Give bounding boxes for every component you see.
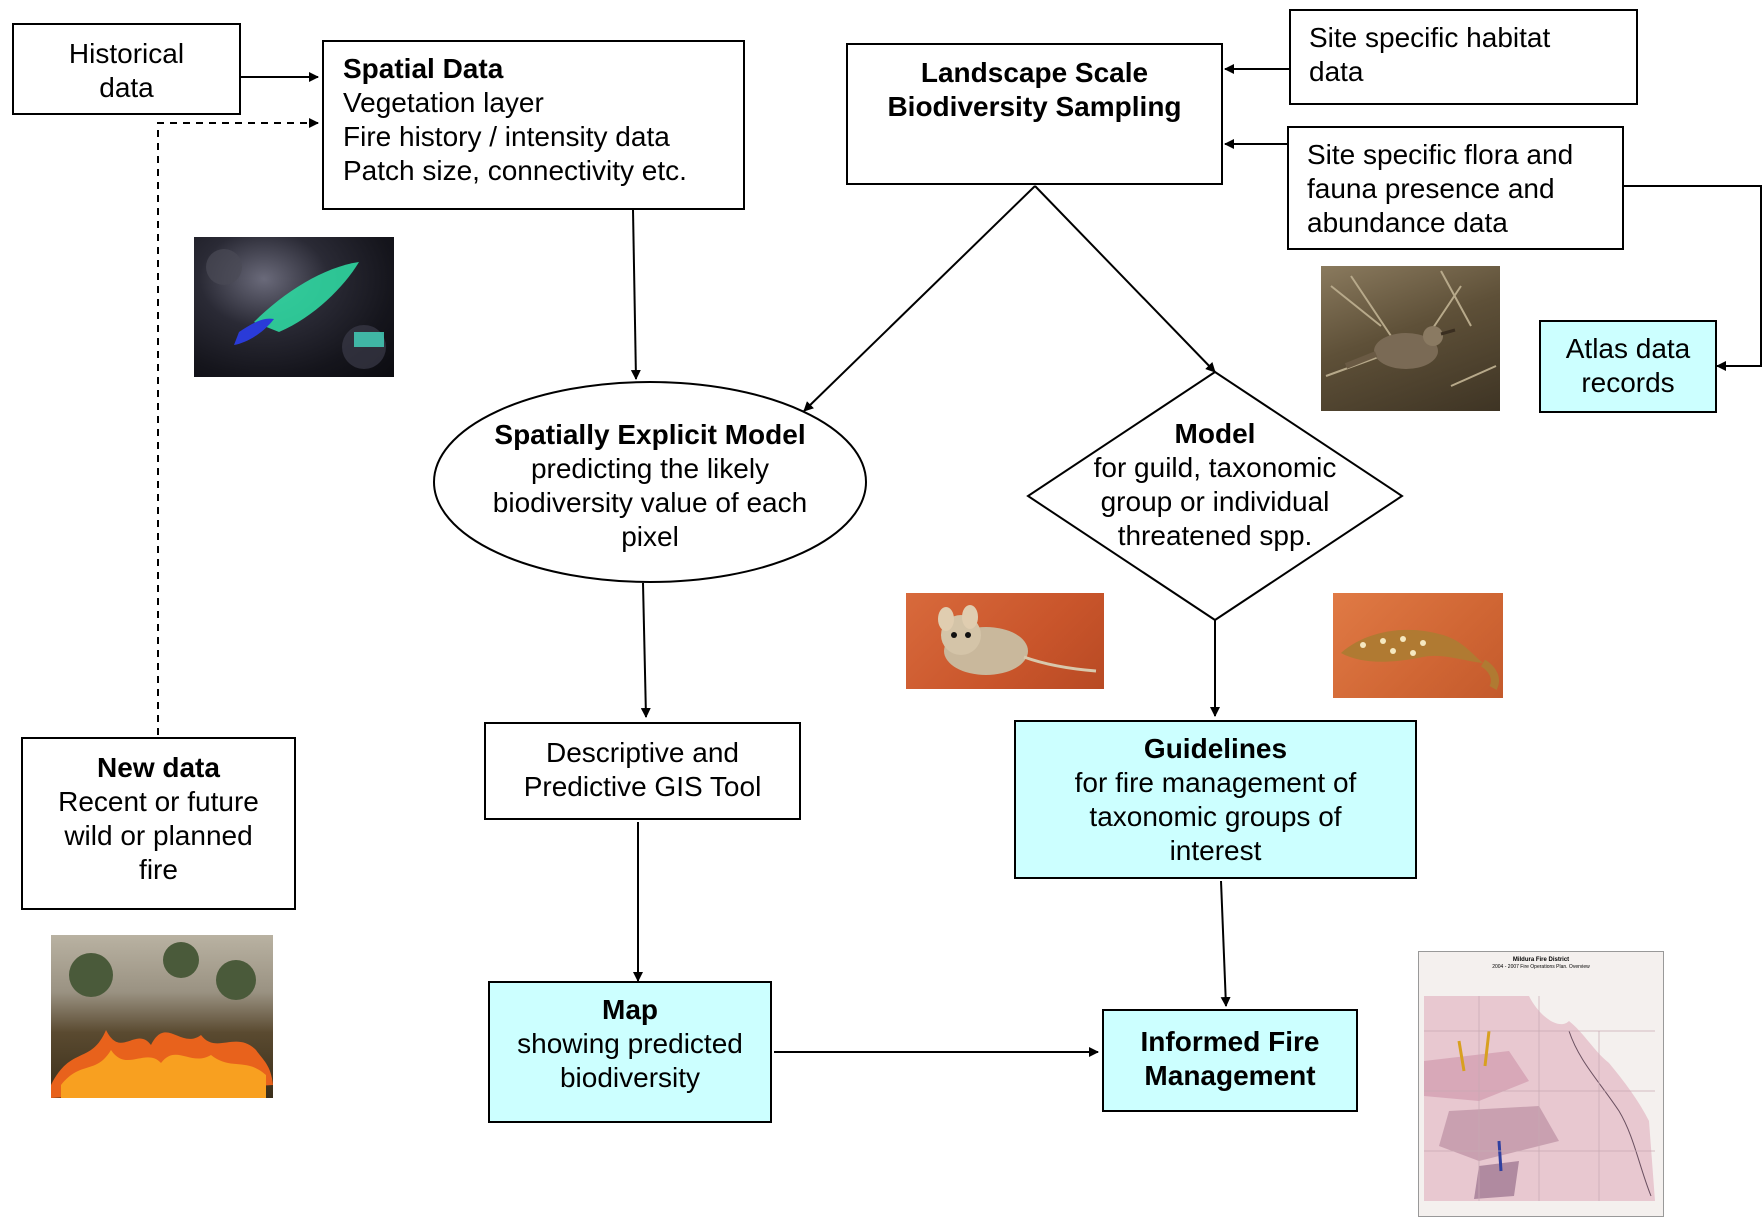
arrow-landscape-to-sem [803,185,1036,412]
guidelines-line-3: interest [1169,835,1262,866]
spatial-line-3: Patch size, connectivity etc. [343,155,687,186]
model-diamond [1026,370,1404,622]
informed-title-1: Informed Fire [1140,1026,1320,1057]
satellite-image-graphic [206,249,386,369]
satellite-image [194,237,394,377]
atlas-line-1: Atlas data [1565,333,1691,364]
gistool-line-2: Predictive GIS Tool [523,771,762,802]
spatial-data-title: Spatial Data [343,53,504,84]
fire-graphic [51,942,273,1098]
arrow-newdata-to-spatial-dashed [157,118,319,735]
guidelines-box: Guidelines for fire management of taxono… [1014,720,1417,879]
sem-ellipse [433,381,867,583]
spatial-line-2: Fire history / intensity data [343,121,670,152]
model-title: Model [1174,418,1256,449]
gecko-graphic [1341,629,1499,690]
map-thumbnail-title: Mildura Fire District [1512,957,1570,963]
guidelines-title: Guidelines [1143,733,1288,764]
sem-line-1: predicting the likely [530,453,770,484]
newdata-line-3: fire [139,854,178,885]
habitat-data-box: Site specific habitat data [1289,9,1638,105]
model-line-2: group or individual [1100,486,1330,517]
map-line-1: showing predicted [517,1028,743,1059]
map-line-2: biodiversity [559,1062,701,1093]
flora-line-3: abundance data [1307,207,1508,238]
sem-text: Spatially Explicit Model predicting the … [450,418,850,554]
map-title: Map [602,994,658,1025]
flora-line-2: fauna presence and [1307,173,1555,204]
gistool-line-1: Descriptive and [546,737,739,768]
guidelines-line-2: taxonomic groups of [1089,801,1342,832]
new-data-box: New data Recent or future wild or planne… [21,737,296,910]
bird-photo [1321,266,1500,411]
flora-line-1: Site specific flora and [1307,139,1574,170]
map-thumbnail-subtitle: 2004 - 2007 Fire Operations Plan. Overvi… [1492,964,1590,970]
model-line-3: threatened spp. [1117,520,1313,551]
newdata-line-1: Recent or future [58,786,259,817]
fire-district-map-thumbnail: Mildura Fire District 2004 - 2007 Fire O… [1418,951,1664,1217]
habitat-line-2: data [1309,56,1364,87]
guidelines-line-1: for fire management of [1074,767,1357,798]
landscape-title-2: Biodiversity Sampling [887,91,1182,122]
model-line-1: for guild, taxonomic [1093,452,1337,483]
spatial-line-1: Vegetation layer [343,87,544,118]
arrow-sem-to-gistool [640,582,651,718]
flora-fauna-box: Site specific flora and fauna presence a… [1287,126,1624,250]
informed-title-2: Management [1144,1060,1316,1091]
map-box: Map showing predicted biodiversity [488,981,772,1123]
landscape-sampling-box: Landscape Scale Biodiversity Sampling [846,43,1223,185]
district-map-graphic [1424,996,1655,1201]
historical-line-1: Historical [68,38,185,69]
historical-line-2: data [99,72,154,103]
arrow-spatial-to-sem [630,209,641,380]
sem-line-2: biodiversity value of each [492,487,808,518]
sem-title: Spatially Explicit Model [494,419,806,450]
gecko-photo [1333,593,1503,698]
mammal-photo [906,593,1104,689]
gis-tool-box: Descriptive and Predictive GIS Tool [484,722,801,820]
new-data-title: New data [97,752,220,783]
newdata-line-2: wild or planned [64,820,253,851]
habitat-line-1: Site specific habitat [1309,22,1551,53]
bird-graphic [1325,270,1497,387]
historical-data-box: Historical data [12,23,241,115]
landscape-title-1: Landscape Scale [920,57,1149,88]
fire-photo [51,935,273,1098]
arrow-landscape-to-model [1034,185,1216,373]
atlas-records-box: Atlas data records [1539,320,1717,413]
informed-fire-management-box: Informed Fire Management [1102,1009,1358,1112]
mammal-graphic [938,605,1097,675]
sem-line-3: pixel [621,521,679,552]
model-text: Model for guild, taxonomic group or indi… [1060,417,1370,553]
atlas-line-2: records [1581,367,1675,398]
arrow-guidelines-to-informed [1220,880,1231,1007]
arrow-flora-to-atlas [1624,185,1762,371]
spatial-data-box: Spatial Data Vegetation layer Fire histo… [322,40,745,210]
